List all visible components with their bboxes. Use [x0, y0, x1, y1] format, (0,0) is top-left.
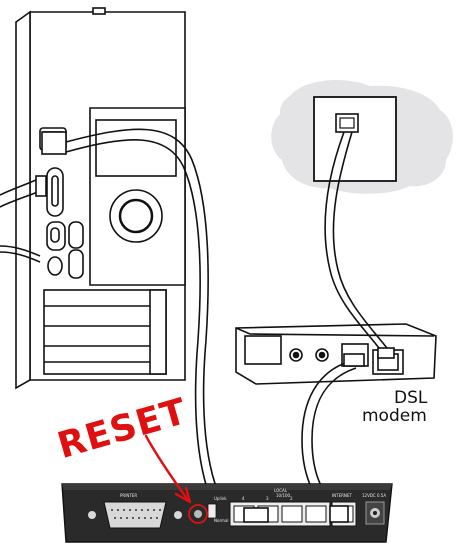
router-label-uplink: Uplink [214, 496, 227, 501]
phone-cable-icon [324, 131, 395, 359]
wall-phone-jack-icon [271, 80, 453, 194]
computer-tower-icon [15, 7, 186, 390]
router-label-lan-sub: 10/100 [276, 493, 291, 498]
router-label-normal: Normal [214, 518, 228, 523]
router-label-port-4: 4 [242, 496, 245, 501]
modem-label-dsl: DSL [394, 388, 428, 408]
router-label-printer: PRINTER [120, 493, 137, 498]
router-label-lan: LOCAL [274, 488, 288, 493]
reset-label: RESET [53, 391, 192, 467]
modem-label-modem: modem [362, 406, 427, 426]
dsl-modem-icon [235, 323, 437, 385]
router-label-power: 12VDC 0.5A [362, 493, 386, 498]
router-label-port-2: 2 [290, 496, 293, 501]
router-label-port-3: 3 [266, 496, 269, 501]
lan-plug-icon [243, 507, 269, 523]
annotation-arrow-icon [144, 434, 190, 502]
router-label-internet: INTERNET [332, 493, 352, 498]
power-cable-icon [0, 175, 47, 263]
internet-plug-icon [329, 505, 349, 523]
reset-circle-icon [188, 504, 208, 524]
